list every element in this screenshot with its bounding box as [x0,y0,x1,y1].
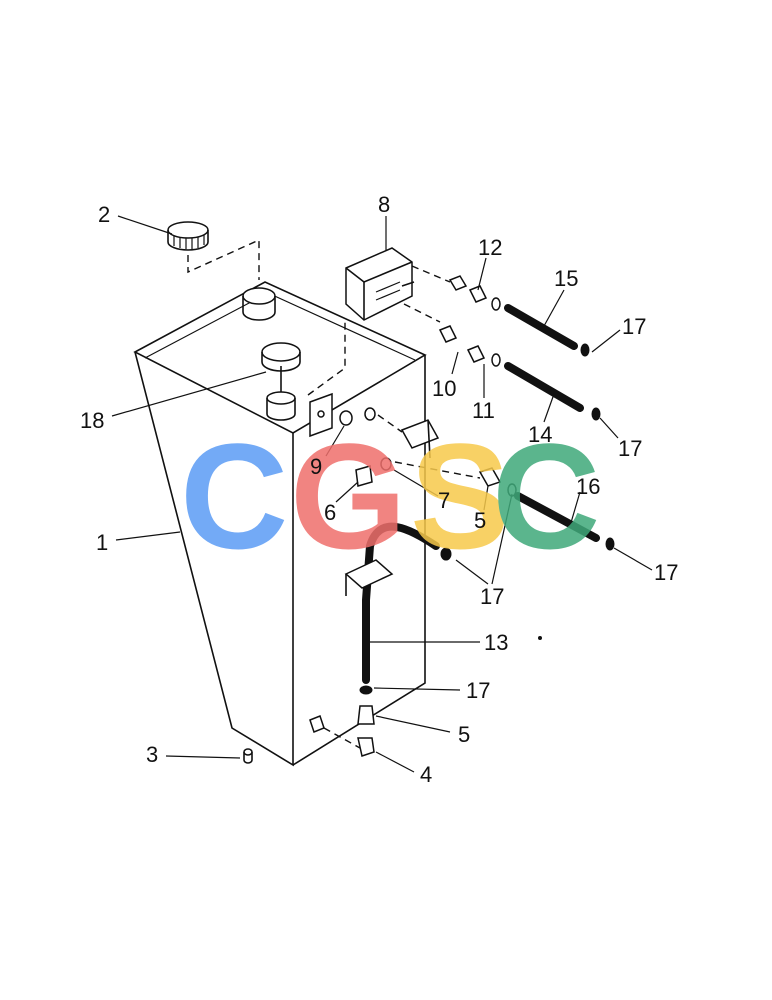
callout-labels: 2 8 12 15 17 10 11 14 17 18 9 7 6 5 16 1… [80,192,678,787]
callout-18: 18 [80,408,104,433]
hose-16 [514,492,600,542]
callout-10: 10 [432,376,456,401]
callout-5-a: 5 [474,508,486,533]
callout-16: 16 [576,474,600,499]
callout-9: 9 [310,454,322,479]
clamp-lower [359,685,373,695]
clip-alignment-line [377,414,403,433]
hose-13-end-clamp [440,547,452,561]
cgsc-watermark: C G S C [180,412,600,580]
watermark-letter-c1: C [180,412,288,580]
washer-7 [380,457,392,471]
callout-7: 7 [438,488,450,513]
fitting-lower [438,325,501,367]
filter-line-upper [411,265,451,283]
callout-17-e: 17 [466,678,490,703]
fuel-filter [345,247,415,321]
fitting-5-upper [478,467,517,497]
elbow-4 [357,737,375,757]
clip-bracket [400,419,440,459]
screw-alignment-line [394,461,481,479]
callout-3: 3 [146,742,158,767]
callout-2: 2 [98,202,110,227]
callout-17-c: 17 [654,560,678,585]
callout-11: 11 [472,398,495,423]
callout-12: 12 [478,235,502,260]
fuel-gauge [261,342,301,421]
callout-4: 4 [420,762,432,787]
filler-neck [242,287,276,321]
stray-dot [538,636,542,640]
clamp-14 [591,407,601,421]
callout-15: 15 [554,266,578,291]
filler-cap [167,221,209,251]
hose-14 [504,362,584,412]
hose-13 [362,522,440,684]
callout-17-b: 17 [618,436,642,461]
callout-17-a: 17 [622,314,646,339]
callout-6: 6 [324,500,336,525]
cap-alignment-line [187,238,260,280]
hose-15 [504,304,578,350]
filter-line-lower [403,303,441,323]
watermark-letter-g: G [290,412,407,580]
fitting-upper [448,275,501,311]
clamp-15 [580,343,590,357]
screw-6 [355,465,373,487]
watermark-letter-s: S [410,412,510,580]
bolt-9 [339,410,353,426]
fuel-tank [133,281,427,767]
tank-side-bracket [309,392,333,438]
callout-8: 8 [378,192,390,217]
callout-17-d: 17 [480,584,504,609]
watermark-letter-c2: C [492,412,600,580]
callout-1: 1 [96,530,108,555]
clamp-16 [605,537,615,551]
washer-upper [364,407,376,421]
bracket-alignment-line [307,320,346,396]
leader-lines [111,215,653,773]
hose-bracket [344,559,394,596]
drain-plug [243,748,253,764]
callout-5-b: 5 [458,722,470,747]
callout-13: 13 [484,630,508,655]
elbow-alignment-line [323,727,361,749]
fitting-5-lower [357,705,375,725]
drain-port [309,715,325,733]
callout-14: 14 [528,422,552,447]
